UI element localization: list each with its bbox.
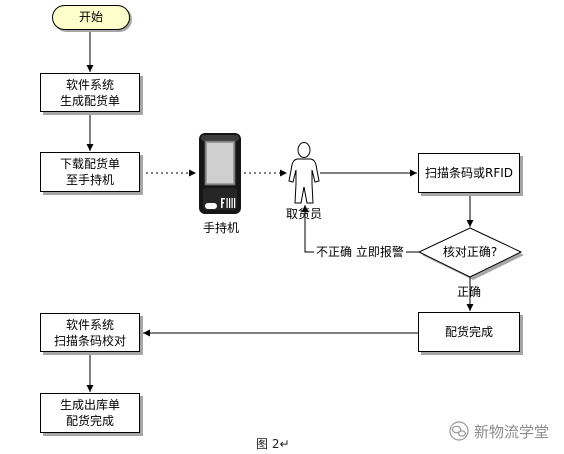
handheld-label: 手持机 (203, 221, 240, 235)
verify-box: 软件系统 扫描条码校对 (40, 313, 140, 352)
device-screen-glass (207, 143, 233, 183)
scan-box: 扫描条码或RFID (418, 153, 520, 193)
picking-done-label: 配货完成 (444, 325, 493, 339)
scan-label: 扫描条码或RFID (424, 166, 514, 180)
generate-order-line-1: 软件系统 (65, 77, 114, 92)
handheld-device-icon (199, 133, 241, 214)
incorrect-branch-label: 不正确 立即报警 (314, 245, 406, 259)
check-label: 核对正确? (442, 245, 498, 259)
device-top-rim (201, 135, 239, 141)
outbound-line-1: 生成出库单 (59, 398, 120, 412)
person-head (297, 142, 311, 158)
outbound-line-2: 配货完成 (65, 414, 114, 428)
watermark-text: 新物流学堂 (474, 423, 550, 441)
person-torso (288, 158, 320, 204)
download-order-box: 下载配货单 至手持机 (40, 152, 140, 192)
wechat-icon (449, 421, 469, 441)
device-logo-marks (221, 198, 236, 208)
correct-branch-label: 正确 (457, 285, 482, 299)
generate-order-box: 软件系统 生成配货单 (40, 73, 140, 112)
person-icon (288, 142, 320, 204)
picking-done-box: 配货完成 (418, 312, 520, 352)
download-order-line-1: 下载配货单 (59, 157, 120, 171)
device-key (205, 203, 217, 209)
generate-order-line-2: 生成配货单 (59, 93, 120, 108)
start-terminator: 开始 (52, 5, 130, 30)
verify-line-1: 软件系统 (65, 317, 114, 332)
download-order-line-2: 至手持机 (65, 173, 114, 187)
picker-label: 取货员 (286, 207, 323, 221)
outbound-box: 生成出库单 配货完成 (40, 393, 140, 433)
verify-line-2: 扫描条码校对 (53, 333, 126, 348)
figure-caption: 图 2↵ (256, 437, 290, 451)
